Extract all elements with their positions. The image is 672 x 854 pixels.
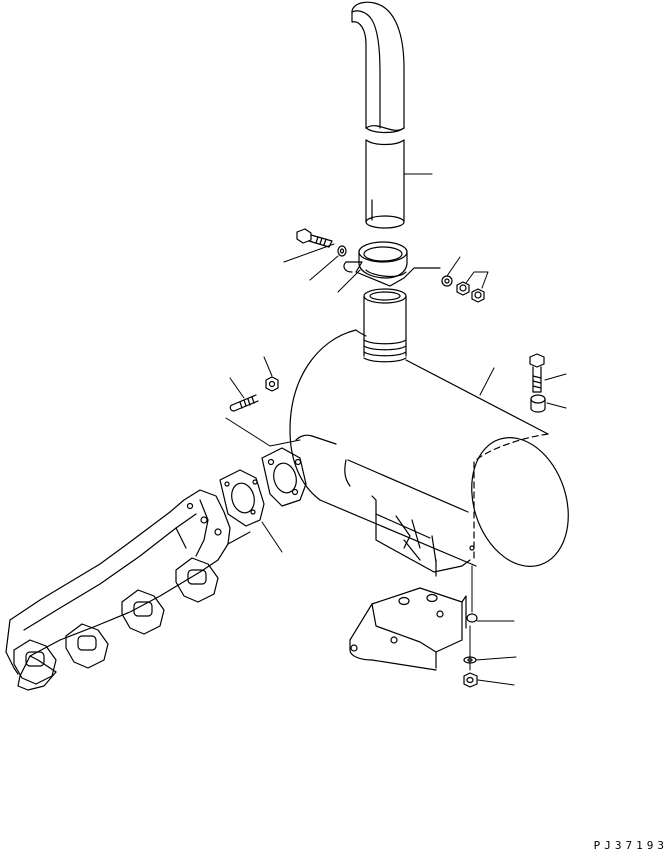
leader-line	[225, 417, 301, 447]
exhaust-manifold	[5, 489, 231, 691]
leader-line	[477, 679, 515, 686]
nut	[265, 376, 279, 392]
leader-line	[227, 531, 251, 545]
leader-line	[544, 373, 567, 381]
leader-line	[283, 243, 335, 263]
lower-bracket	[349, 587, 478, 671]
leader-line	[309, 255, 339, 281]
muffler-inlet-flange	[261, 447, 307, 507]
leader-line	[263, 356, 273, 377]
leader-line	[465, 271, 489, 289]
washer	[337, 245, 347, 257]
leader-line	[229, 377, 245, 399]
clamp-ring	[343, 241, 441, 287]
leader-line	[475, 656, 517, 661]
nut	[471, 288, 485, 303]
nut	[456, 281, 470, 296]
leader-line	[261, 521, 283, 553]
leader-line	[337, 269, 361, 293]
exhaust-stack-pipe	[351, 1, 405, 229]
drawing-code: PJ37193	[593, 839, 668, 852]
clamp-bolt	[296, 228, 333, 248]
spacer-collar	[530, 394, 546, 413]
leader-line	[479, 367, 495, 396]
leader-line	[446, 256, 461, 277]
nut	[463, 672, 478, 688]
washer	[441, 275, 453, 287]
stud-bolt	[229, 394, 259, 412]
mounting-bolt	[529, 353, 545, 393]
gasket	[219, 469, 265, 527]
leader-line	[546, 402, 567, 409]
muffler-bracket	[371, 495, 475, 577]
muffler-body	[289, 288, 569, 567]
